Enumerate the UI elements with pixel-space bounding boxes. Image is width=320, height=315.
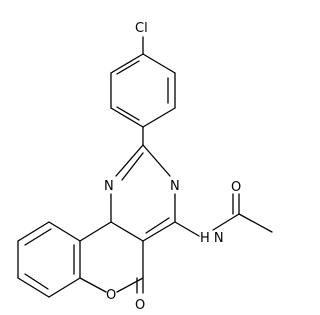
bond-benzo-inner-2 <box>24 273 49 290</box>
bond-benzo-1 <box>48 221 81 242</box>
bond-pyr-6 <box>115 144 144 177</box>
bond-benzo-2 <box>17 221 50 242</box>
ring-oxygen-label: O <box>106 288 116 303</box>
atom-labels: Cl N N H N O O O <box>104 21 241 313</box>
lactone-oxygen-label: O <box>135 298 145 313</box>
n-top-label: N <box>170 179 180 194</box>
bond-pyranone-5 <box>79 221 112 242</box>
bond-pyr-4 <box>110 221 144 242</box>
bond-phenyl-6 <box>110 53 144 74</box>
bond-pyranone-2 <box>116 277 144 293</box>
bond-benzo-5 <box>48 277 81 298</box>
bond-phenyl-3 <box>142 107 176 128</box>
bond-nh-co <box>212 213 240 231</box>
bond-phenyl-inner-2 <box>116 106 140 121</box>
bond-pyr-3 <box>142 221 176 242</box>
acetyl-oxygen-label: O <box>231 180 241 195</box>
bond-pyr-inner-1 <box>121 152 144 181</box>
bond-phenyl-1 <box>142 53 176 74</box>
bond-phenyl-inner-3 <box>116 60 140 75</box>
bond-pyr-1 <box>142 144 171 177</box>
bond-benzo-inner-1 <box>24 228 52 246</box>
bond-c-nh <box>174 221 200 237</box>
bond-benzo-4 <box>17 277 50 298</box>
molecule-structure: Cl N N H N O O O <box>17 21 273 313</box>
bond-pyranone-3 <box>79 277 107 293</box>
bond-phenyl-4 <box>110 107 144 128</box>
structure-canvas: Cl N N H N O O O <box>17 21 273 313</box>
amide-n-label: H N <box>200 231 224 246</box>
bonds <box>17 36 273 298</box>
n-left-label: N <box>104 179 114 194</box>
chlorine-label: Cl <box>135 21 148 36</box>
bond-pyr-inner-2 <box>145 217 170 234</box>
bond-co-ch3 <box>238 213 273 233</box>
